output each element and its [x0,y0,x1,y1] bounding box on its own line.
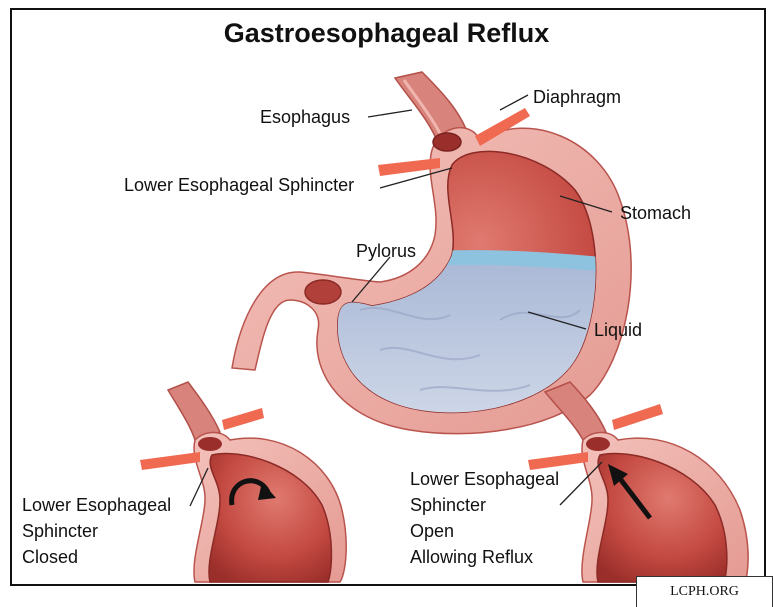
watermark: LCPH.ORG [636,576,773,607]
closed-caption: Lower Esophageal Sphincter Closed [22,492,171,570]
label-stomach: Stomach [620,200,691,226]
diagram-title: Gastroesophageal Reflux [0,18,773,49]
label-diaphragm: Diaphragm [533,84,621,110]
closed-caption-line-2: Sphincter [22,518,171,544]
label-esophagus: Esophagus [260,104,350,130]
closed-caption-line-3: Closed [22,544,171,570]
open-caption-line-3: Open [410,518,559,544]
label-liquid: Liquid [594,317,642,343]
open-caption-line-4: Allowing Reflux [410,544,559,570]
sphincter-opening [433,133,461,151]
open-caption-line-2: Sphincter [410,492,559,518]
label-lower-esophageal-sphincter: Lower Esophageal Sphincter [124,172,354,198]
pylorus-opening [305,280,341,304]
open-caption-line-1: Lower Esophageal [410,466,559,492]
closed-caption-line-1: Lower Esophageal [22,492,171,518]
label-pylorus: Pylorus [356,238,416,264]
open-caption: Lower Esophageal Sphincter Open Allowing… [410,466,559,570]
